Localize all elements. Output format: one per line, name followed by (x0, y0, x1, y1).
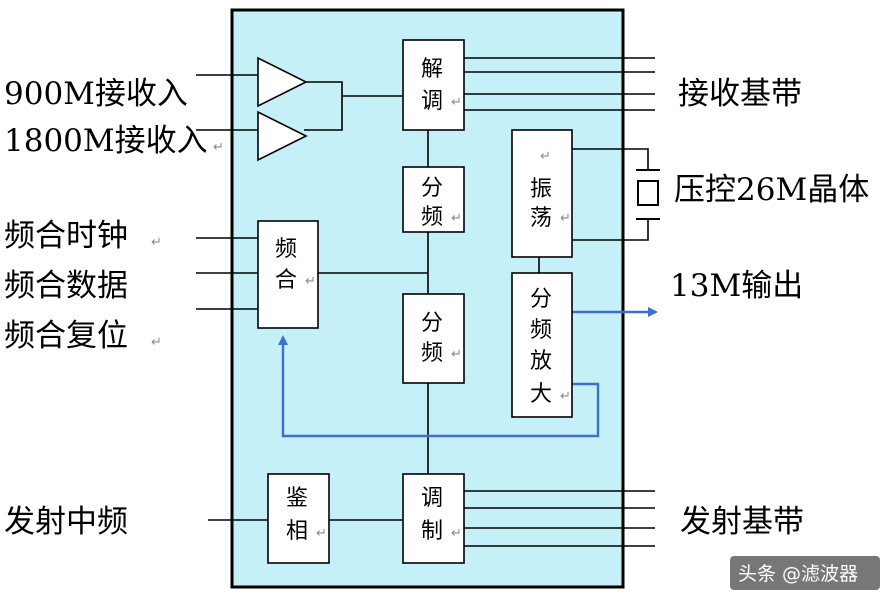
crystal-symbol (636, 169, 660, 220)
lna-900-amplifier (257, 56, 308, 108)
label-synth-reset: 频合复位 (4, 318, 128, 354)
svg-text:↵: ↵ (151, 335, 162, 350)
divider-upper-label-1: 分 (421, 176, 443, 201)
demod-label-2: 调 (421, 89, 443, 114)
wire-lna-combine (304, 81, 343, 131)
label-vcxo-crystal: 压控26M晶体 (674, 172, 869, 208)
label-tx-baseband: 发射基带 (680, 504, 804, 540)
wire-xtal-top (572, 148, 649, 170)
phase-det-label-2: 相 (286, 519, 308, 544)
synth-label-2: 合 (275, 268, 297, 293)
svg-text:↵: ↵ (451, 211, 462, 226)
div-amp-label-2: 频 (530, 318, 552, 343)
block-modulator (402, 473, 465, 564)
svg-text:↵: ↵ (151, 235, 162, 250)
svg-text:↵: ↵ (451, 95, 462, 110)
svg-text:↵: ↵ (451, 347, 462, 362)
divider-lower-label-1: 分 (421, 311, 443, 336)
svg-text:↵: ↵ (560, 389, 571, 404)
svg-text:↵: ↵ (540, 149, 551, 164)
block-demod (402, 39, 465, 131)
divider-upper-label-2: 频 (421, 205, 443, 230)
svg-text:↵: ↵ (451, 526, 462, 541)
divider-lower-label-2: 频 (421, 341, 443, 366)
lna-1800-amplifier (257, 110, 308, 162)
label-13m-output: 13M输出 (670, 268, 803, 304)
svg-text:↵: ↵ (560, 211, 571, 226)
div-amp-label-1: 分 (530, 287, 552, 312)
feedback-arrow-synth (278, 335, 600, 438)
wire-xtal-bottom (572, 219, 649, 241)
label-rx-900: 900M接收入 (4, 76, 188, 112)
watermark: 头条 @滤波器 (738, 563, 858, 585)
block-synth (257, 220, 319, 329)
modulator-label-1: 调 (421, 486, 443, 511)
svg-text:↵: ↵ (305, 274, 316, 289)
block-divider-lower (402, 293, 465, 384)
block-oscillator (511, 129, 573, 258)
block-phase-det (267, 473, 330, 564)
label-rx-1800: 1800M接收入 (4, 123, 208, 159)
label-synth-data: 频合数据 (4, 268, 128, 304)
demod-label-1: 解 (421, 57, 443, 82)
label-rx-baseband: 接收基带 (678, 76, 802, 112)
svg-text:↵: ↵ (316, 526, 327, 541)
modulator-label-2: 制 (421, 519, 443, 544)
wires (196, 57, 655, 547)
div-amp-label-3: 放 (530, 349, 552, 374)
phase-det-label-1: 鉴 (286, 486, 308, 511)
oscillator-label-2: 荡 (530, 206, 552, 231)
block-div-amp (511, 272, 573, 418)
div-amp-label-4: 大 (530, 382, 552, 407)
synth-label-1: 频 (275, 237, 297, 262)
return-marks: ↵ ↵ ↵ ↵ ↵ ↵ ↵ ↵ ↵ ↵ ↵ ↵ (151, 95, 571, 541)
watermark-bg (730, 556, 880, 590)
oscillator-label-1: 振 (530, 177, 552, 202)
label-synth-clock: 频合时钟 (4, 218, 128, 254)
label-tx-if: 发射中频 (4, 504, 128, 540)
svg-text:↵: ↵ (213, 140, 224, 155)
block-divider-upper (402, 166, 465, 233)
